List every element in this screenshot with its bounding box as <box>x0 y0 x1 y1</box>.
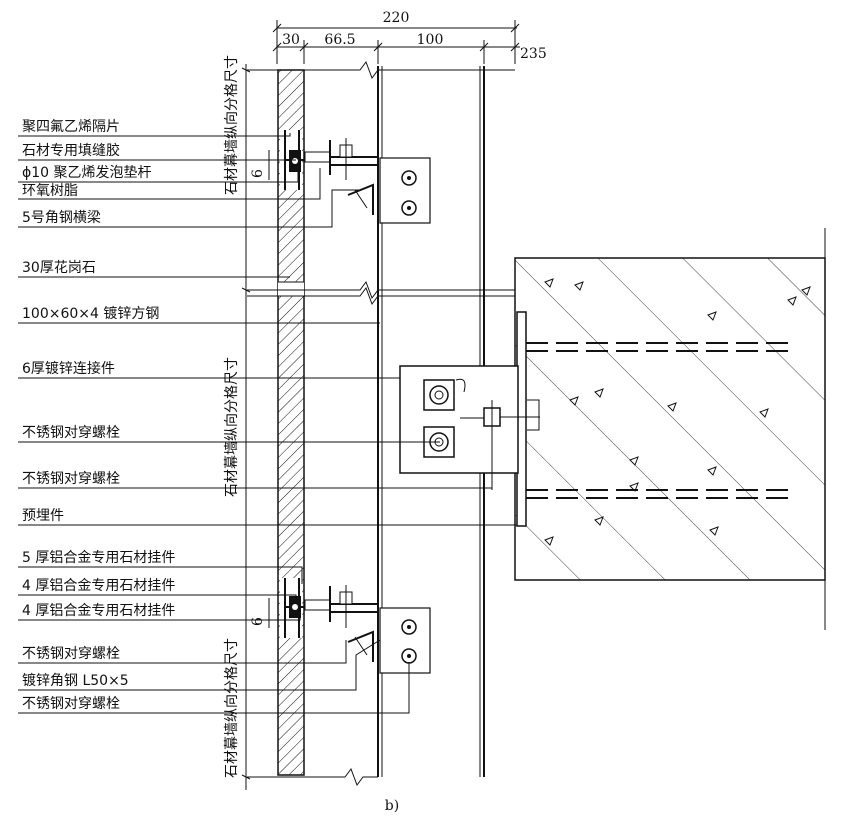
dim-seg3: 100 <box>417 32 444 48</box>
callout-bolt-3: 不锈钢对穿螺栓 <box>22 646 120 662</box>
callout-bolt-2: 不锈钢对穿螺栓 <box>22 471 120 487</box>
vertical-label-top: 石材幕墙纵向分格尺寸 <box>224 55 240 195</box>
callout-ptfe-spacer: 聚四氟乙烯隔片 <box>22 119 120 135</box>
callout-pe-foam-rod: ϕ10 聚乙烯发泡垫杆 <box>22 165 152 181</box>
figure-caption: b) <box>385 798 399 814</box>
vertical-reference-lines <box>241 64 270 790</box>
dim-overall: 220 <box>383 10 410 26</box>
callout-angle-beam: 5号角钢横梁 <box>22 210 101 226</box>
break-lines <box>247 60 515 787</box>
callout-clip-4mm-a: 4 厚铝合金专用石材挂件 <box>22 578 175 594</box>
lower-clamp-assembly <box>280 578 431 674</box>
connector-plate <box>399 365 540 490</box>
vertical-label-middle: 石材幕墙纵向分格尺寸 <box>224 357 240 497</box>
callout-bolt-1: 不锈钢对穿螺栓 <box>22 425 120 441</box>
callout-bolt-4: 不锈钢对穿螺栓 <box>22 696 120 712</box>
concrete-slab <box>514 228 826 630</box>
gap-dim-upper: 6 <box>250 169 266 178</box>
callout-sealant: 石材专用填缝胶 <box>22 142 120 159</box>
callout-leaders <box>18 133 517 714</box>
callout-embed: 预埋件 <box>22 508 64 524</box>
dim-seg2: 66.5 <box>324 32 355 48</box>
callout-clip-4mm-b: 4 厚铝合金专用石材挂件 <box>22 603 175 619</box>
dim-seg1: 30 <box>282 32 300 48</box>
dim-seg4: 235 <box>520 46 547 62</box>
callout-granite: 30厚花岗石 <box>22 260 96 276</box>
callout-angle-l50: 镀锌角钢 L50×5 <box>22 672 129 689</box>
callout-connector: 6厚镀锌连接件 <box>22 360 115 377</box>
vertical-label-bottom: 石材幕墙纵向分格尺寸 <box>224 638 240 778</box>
gap-dim-lower: 6 <box>250 617 266 626</box>
callout-epoxy: 环氧树脂 <box>22 183 78 199</box>
callout-square-tube: 100×60×4 镀锌方钢 <box>22 305 159 322</box>
callout-clip-5mm: 5 厚铝合金专用石材挂件 <box>22 550 175 566</box>
top-dimension-chain: 220 30 66.5 100 235 <box>272 10 547 64</box>
